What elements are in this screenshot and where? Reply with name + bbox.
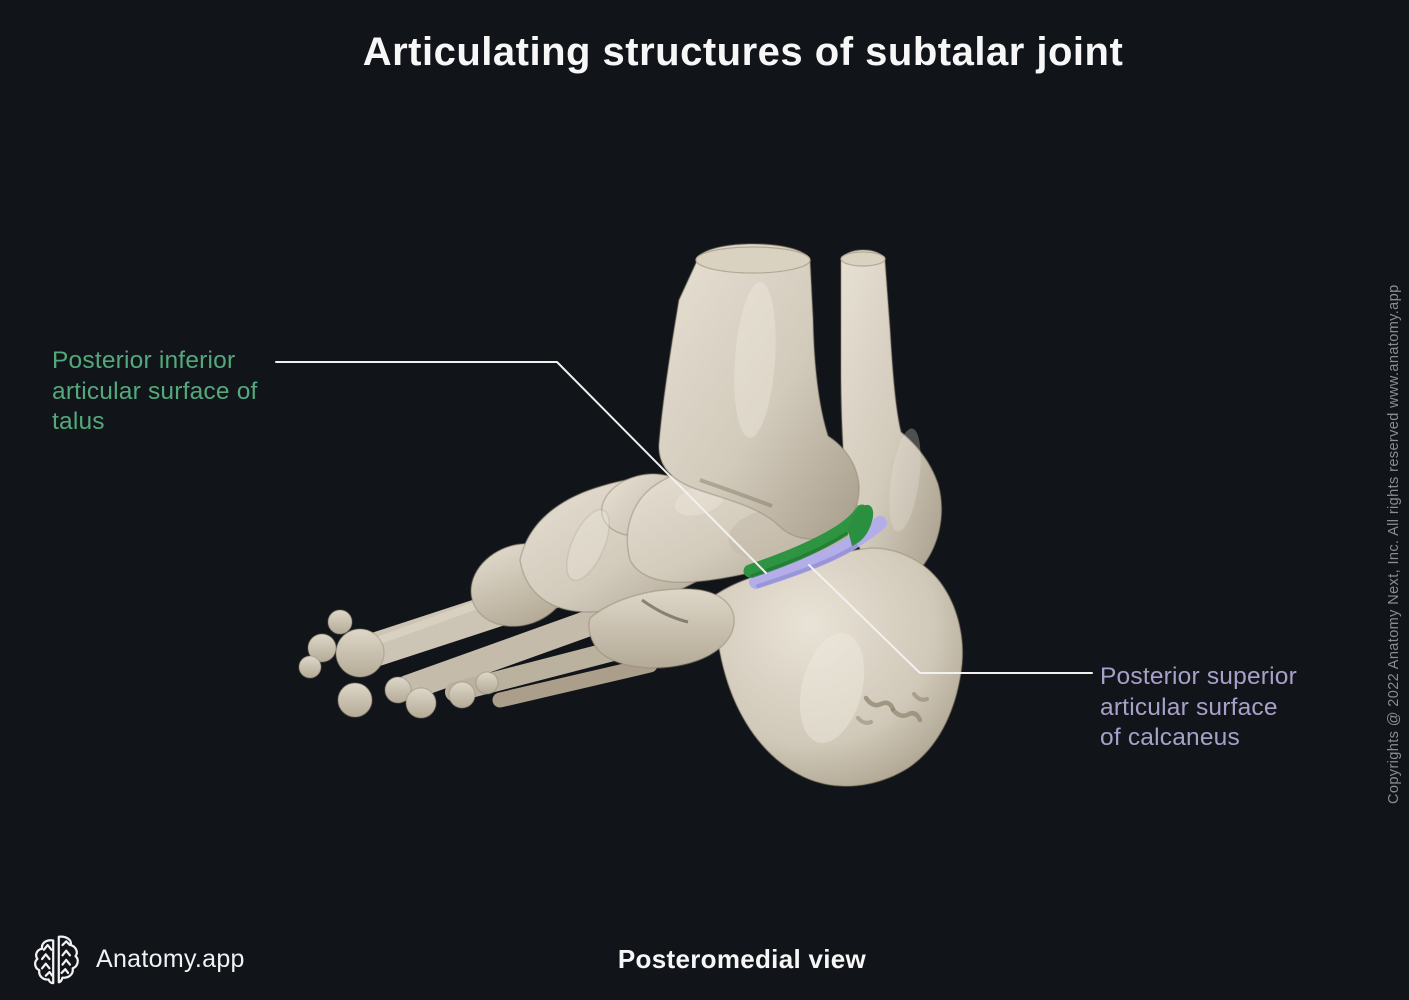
calcaneus-bone	[714, 547, 964, 787]
label-line: talus	[52, 408, 105, 435]
label-line: articular surface of	[52, 377, 258, 405]
tibia-bone	[658, 243, 860, 540]
brand-name: Anatomy.app	[96, 944, 245, 973]
label-line: articular surface	[1100, 693, 1278, 721]
brand-footer: Anatomy.app	[30, 933, 245, 985]
copyright-text: Copyrights @ 2022 Anatomy Next, Inc. All…	[1386, 284, 1402, 804]
label-calcaneus-articular-surface: Posterior superior articular surface of …	[1100, 662, 1297, 754]
anatomy-app-brain-logo-icon	[34, 935, 79, 985]
calcaneus-articular-surface-highlight	[749, 516, 887, 589]
label-line: of calcaneus	[1100, 724, 1240, 751]
label-line: Posterior superior	[1100, 663, 1297, 690]
label-line: Posterior inferior	[52, 347, 236, 374]
leader-line-calcaneus	[808, 564, 1093, 674]
talus-articular-surface-highlight	[743, 504, 874, 578]
view-label: Posteromedial view	[617, 944, 867, 974]
page-title: Articulating structures of subtalar join…	[362, 30, 1124, 74]
label-talus-articular-surface: Posterior inferior articular surface of …	[52, 346, 258, 438]
leader-line-talus	[275, 361, 767, 574]
phalanges-toe-bones	[298, 609, 499, 719]
